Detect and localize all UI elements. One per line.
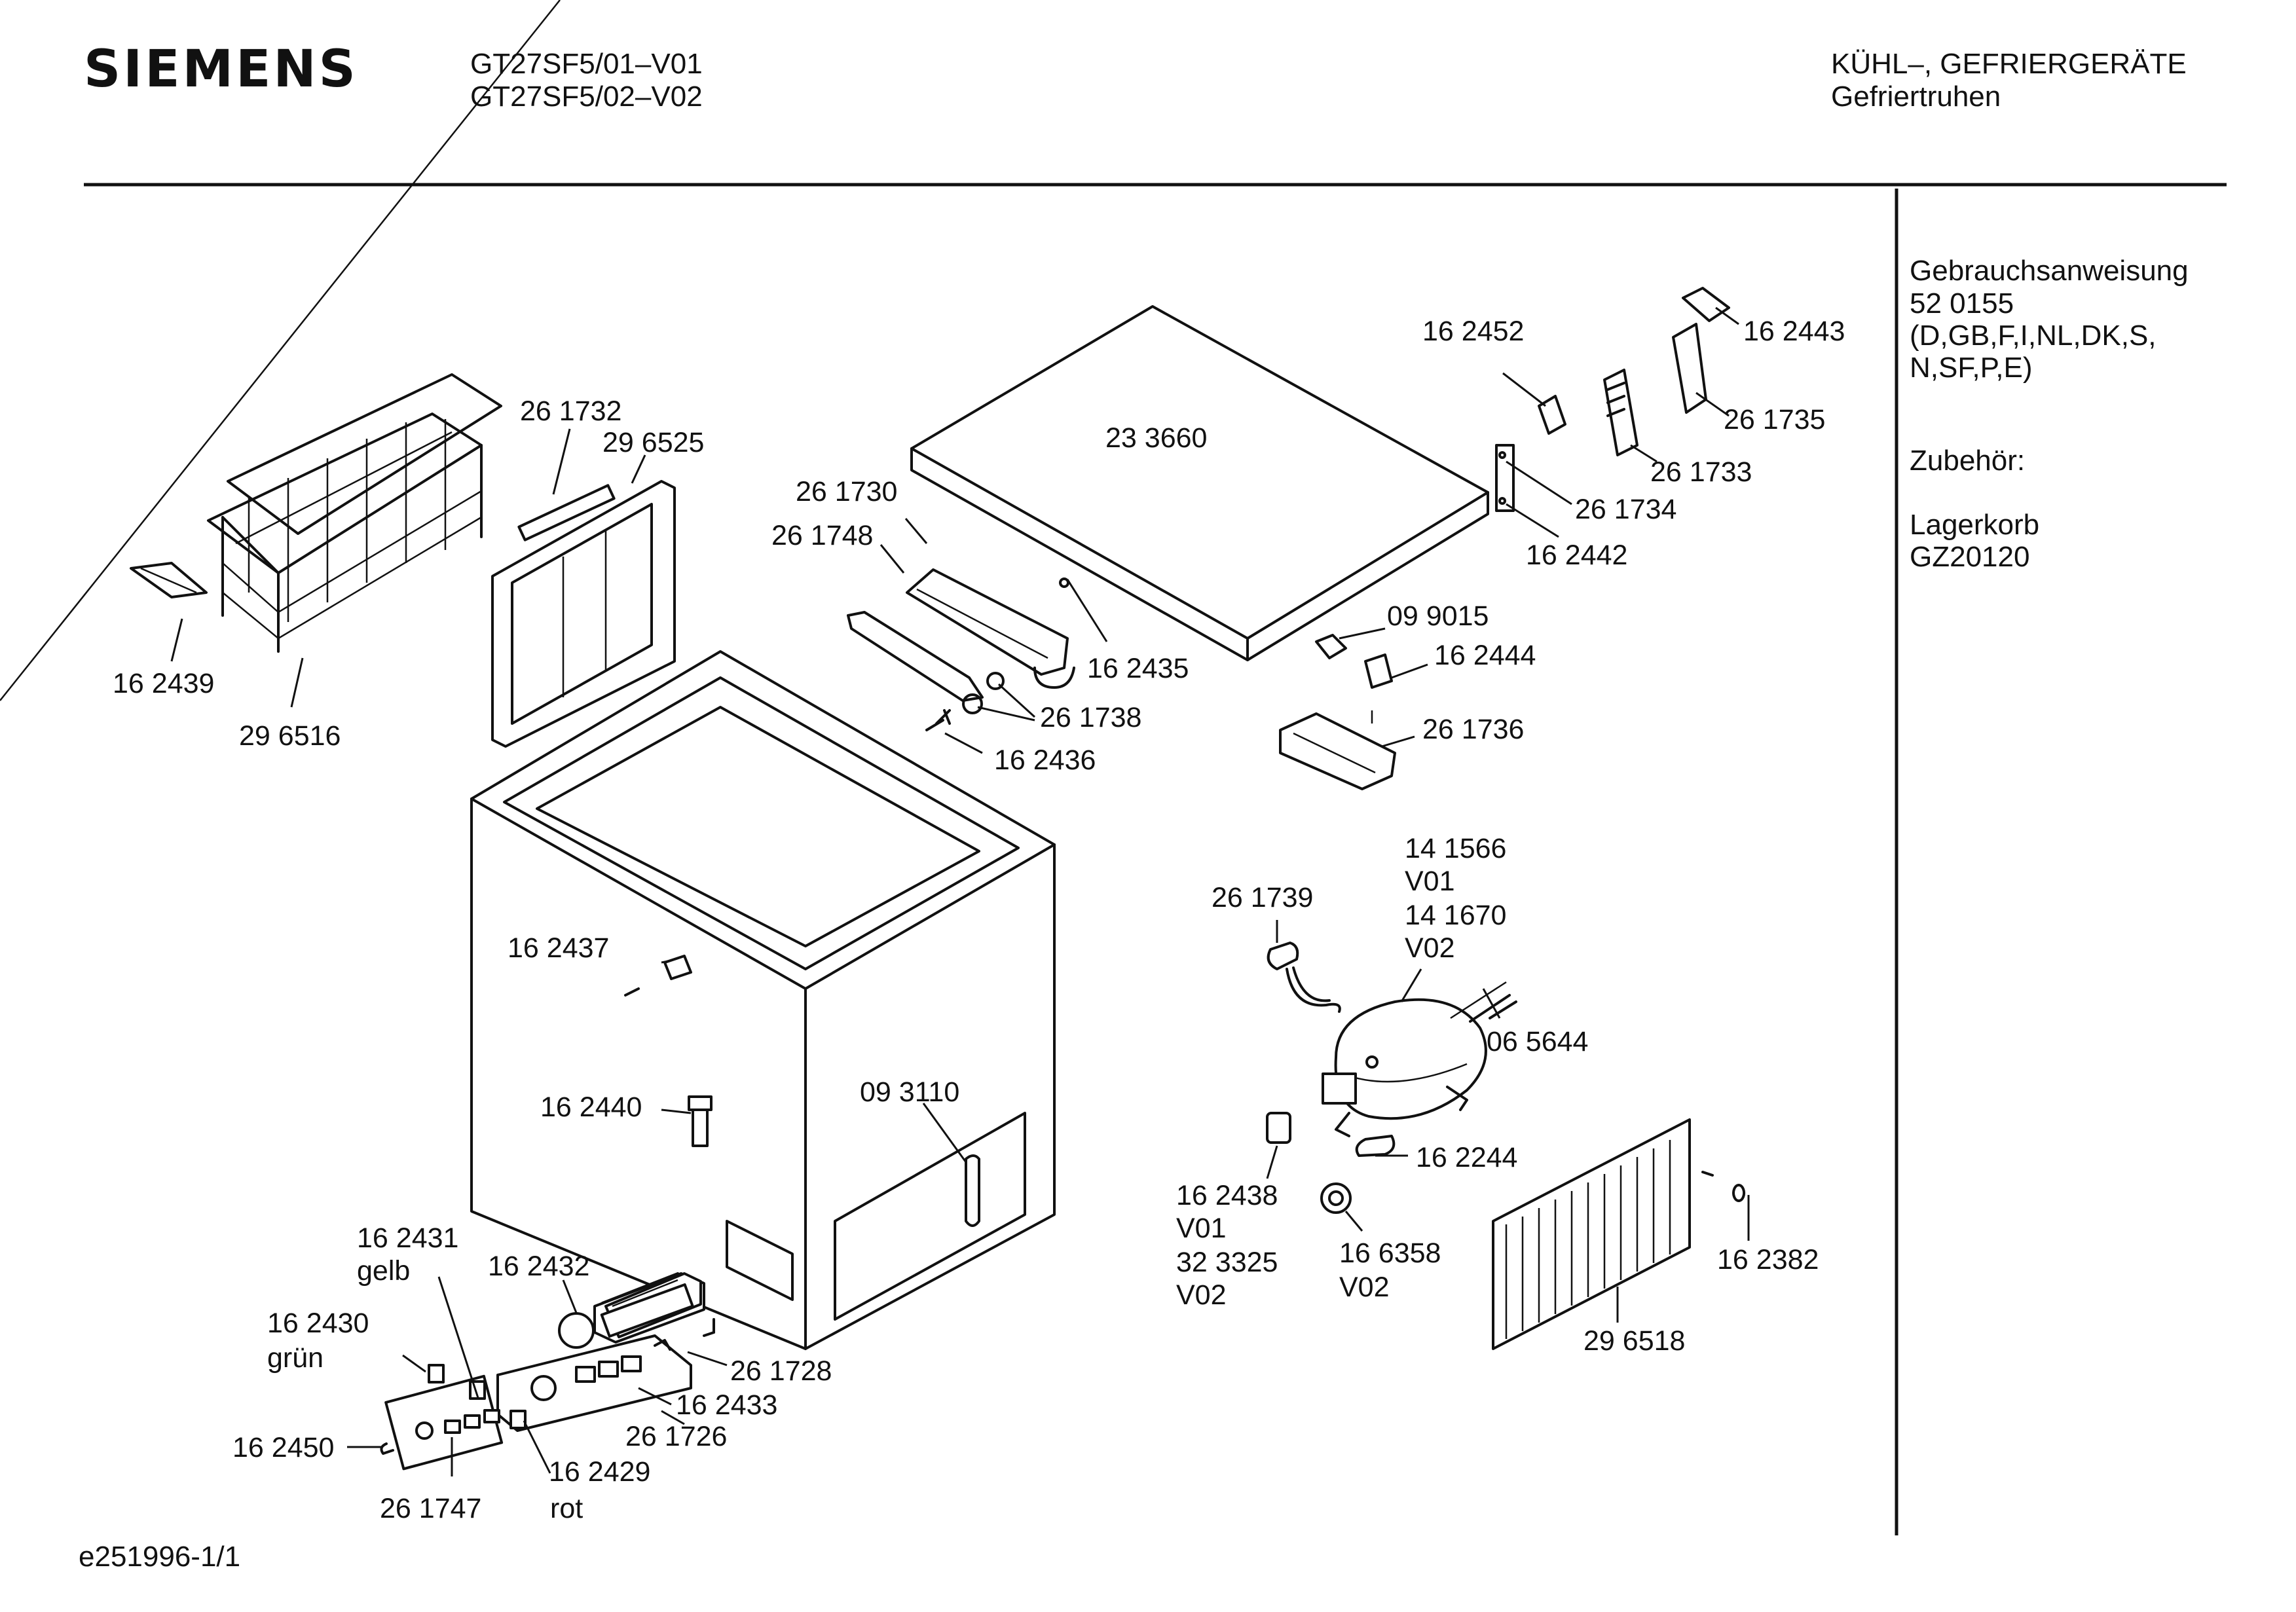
- part-label: 16 2382: [1717, 1244, 1819, 1275]
- condenser-grille: [1492, 1118, 1691, 1350]
- part-label: 16 2438: [1176, 1180, 1278, 1211]
- sidebar-line: Zubehör:: [1910, 445, 2025, 477]
- part-label: V02: [1339, 1272, 1390, 1303]
- compressor-accessories: [1266, 1112, 1746, 1214]
- part-label: V01: [1405, 866, 1455, 897]
- wall-fixtures: [624, 955, 713, 1147]
- part-label: 29 6525: [602, 427, 704, 458]
- part-label: 26 1735: [1724, 404, 1825, 435]
- sidebar-line: Lagerkorb: [1910, 509, 2039, 541]
- part-label: 16 2429: [549, 1456, 650, 1488]
- hinge-parts: [1495, 287, 1730, 512]
- leader-lines: [170, 306, 1750, 1476]
- part-label: 26 1736: [1422, 714, 1524, 745]
- part-labels: 26 1732 29 6525 16 2439 29 6516 23 3660 …: [113, 316, 1845, 1524]
- part-label: 32 3325: [1176, 1247, 1278, 1278]
- sidebar-line: N,SF,P,E): [1910, 352, 2032, 384]
- part-label: 16 2436: [994, 744, 1096, 776]
- part-label: 26 1733: [1650, 456, 1752, 488]
- part-label: 16 2433: [676, 1389, 777, 1421]
- drawing-code: e251996-1/1: [79, 1541, 240, 1573]
- sidebar-line: (D,GB,F,I,NL,DK,S,: [1910, 320, 2157, 352]
- part-label: 26 1747: [380, 1493, 481, 1524]
- part-label: 26 1734: [1575, 494, 1676, 525]
- part-label: 26 1738: [1040, 702, 1141, 733]
- part-label: V02: [1176, 1279, 1227, 1311]
- lid-handle: [847, 568, 1075, 731]
- control-assembly: [380, 1272, 715, 1471]
- part-label: 16 6358: [1339, 1237, 1441, 1269]
- part-label: 26 1739: [1212, 882, 1313, 913]
- sidebar-line: GZ20120: [1910, 541, 2029, 573]
- brand-logo: SIEMENS: [84, 40, 358, 99]
- part-label: 16 2431: [357, 1222, 458, 1254]
- part-label: rot: [550, 1493, 583, 1524]
- part-label: 16 2432: [488, 1251, 589, 1282]
- part-label: 14 1670: [1405, 900, 1506, 931]
- model-number-2: GT27SF5/02–V02: [470, 81, 703, 113]
- part-label: grün: [267, 1342, 324, 1374]
- part-label: 16 2452: [1422, 316, 1524, 347]
- part-label: 16 2442: [1526, 540, 1627, 571]
- part-label: 16 2439: [113, 668, 214, 699]
- part-label: 26 1726: [625, 1421, 727, 1452]
- divider-frame: [0, 0, 676, 748]
- part-label: 16 2440: [540, 1091, 642, 1123]
- part-label: 16 2443: [1743, 316, 1845, 347]
- part-label: 16 2444: [1434, 640, 1536, 671]
- sidebar-notes: Gebrauchsanweisung 52 0155 (D,GB,F,I,NL,…: [1910, 255, 2189, 573]
- compressor: [1322, 981, 1517, 1137]
- part-label: 26 1748: [771, 520, 873, 551]
- part-label: 16 2430: [267, 1308, 369, 1339]
- product-category: KÜHL–, GEFRIERGERÄTE: [1831, 48, 2187, 80]
- part-label: 23 3660: [1105, 422, 1207, 454]
- part-label: 26 1732: [520, 395, 621, 427]
- part-label: 16 2437: [508, 932, 609, 964]
- wire-basket: [130, 373, 502, 653]
- sidebar-line: 52 0155: [1910, 287, 2014, 320]
- part-label: V01: [1176, 1213, 1227, 1244]
- part-label: 09 3110: [860, 1076, 959, 1108]
- lamp-parts: [1279, 634, 1396, 790]
- part-label: 16 2435: [1087, 653, 1189, 684]
- part-label: 26 1730: [796, 476, 897, 507]
- part-label: 06 5644: [1487, 1026, 1588, 1057]
- part-label: V02: [1405, 932, 1455, 964]
- part-label: 29 6516: [239, 720, 341, 752]
- part-label: gelb: [357, 1255, 410, 1287]
- freezer-lid: [910, 305, 1489, 661]
- part-label: 29 6518: [1583, 1325, 1685, 1357]
- sidebar-line: Gebrauchsanweisung: [1910, 255, 2189, 287]
- power-cable: [1267, 942, 1341, 1013]
- product-subcategory: Gefriertruhen: [1831, 81, 2001, 113]
- part-label: 09 9015: [1387, 600, 1489, 632]
- model-number-1: GT27SF5/01–V01: [470, 48, 703, 80]
- freezer-chest-body: [470, 650, 1056, 1350]
- part-label: 14 1566: [1405, 833, 1506, 864]
- part-label: 26 1728: [730, 1355, 832, 1387]
- part-label: 16 2450: [232, 1432, 334, 1463]
- part-label: 16 2244: [1416, 1142, 1517, 1173]
